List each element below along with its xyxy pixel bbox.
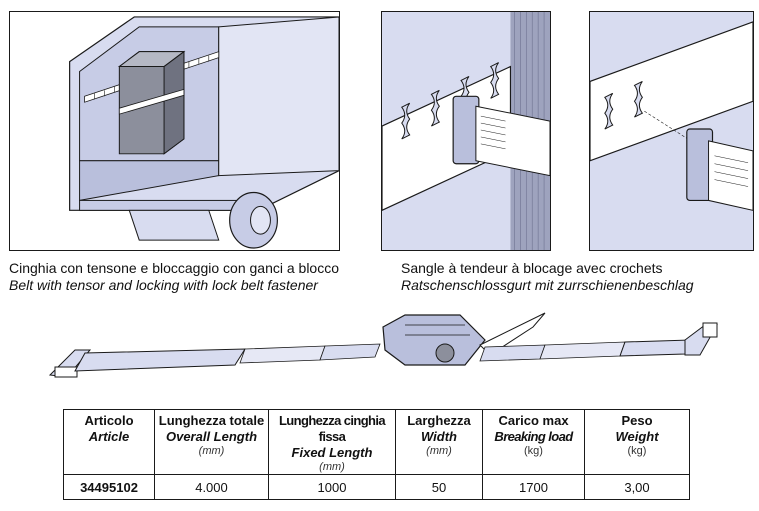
col-header-weight: Peso Weight (kg) — [584, 409, 690, 475]
header-unit: (mm) — [426, 445, 452, 457]
header-it: Peso — [621, 413, 653, 428]
header-en: Width — [421, 429, 457, 444]
header-it: Larghezza — [407, 413, 471, 428]
truck-illustration — [9, 11, 340, 251]
spec-table: Articolo Article Lunghezza totale Overal… — [63, 409, 690, 500]
rail-fastener-illustration — [381, 11, 551, 251]
header-unit: (mm) — [319, 461, 345, 473]
col-header-article: Articolo Article — [63, 409, 155, 475]
header-it: Lunghezza cinghia fissa — [278, 413, 386, 444]
header-unit: (kg) — [627, 445, 647, 457]
col-header-breaking-load: Carico max Breaking load (kg) — [482, 409, 585, 475]
caption-right: Sangle à tendeur à blocage avec crochets… — [401, 260, 694, 294]
header-unit: (kg) — [524, 445, 543, 457]
header-it: Lunghezza totale — [158, 413, 265, 428]
col-header-fixed-length: Lunghezza cinghia fissa Fixed Length (mm… — [268, 409, 396, 475]
caption-right-line1: Sangle à tendeur à blocage avec crochets — [401, 260, 663, 276]
cell-width: 50 — [395, 474, 483, 500]
cell-weight: 3,00 — [584, 474, 690, 500]
header-it: Carico max — [498, 413, 569, 428]
table-row: 34495102 4.000 1000 50 1700 3,00 — [63, 474, 690, 500]
header-en: Breaking load — [494, 429, 573, 444]
ratchet-strap-illustration — [45, 305, 725, 395]
cell-breaking-load: 1700 — [482, 474, 585, 500]
caption-right-line2: Ratschenschlossgurt mit zurrschienenbesc… — [401, 277, 694, 293]
col-header-overall-length: Lunghezza totale Overall Length (mm) — [154, 409, 269, 475]
cell-article: 34495102 — [63, 474, 155, 500]
cell-fixed-length: 1000 — [268, 474, 396, 500]
caption-left: Cinghia con tensone e bloccaggio con gan… — [9, 260, 339, 294]
rail-detail-illustration — [589, 11, 754, 251]
header-it: Articolo — [84, 413, 134, 428]
header-unit: (mm) — [198, 445, 225, 457]
caption-left-line2: Belt with tensor and locking with lock b… — [9, 277, 318, 293]
header-en: Overall Length — [165, 429, 258, 444]
header-en: Article — [88, 429, 130, 444]
header-en: Fixed Length — [291, 445, 373, 460]
table-header-row: Articolo Article Lunghezza totale Overal… — [63, 409, 690, 475]
caption-left-line1: Cinghia con tensone e bloccaggio con gan… — [9, 260, 340, 276]
cell-overall-length: 4.000 — [154, 474, 269, 500]
header-en: Weight — [615, 429, 659, 444]
col-header-width: Larghezza Width (mm) — [395, 409, 483, 475]
